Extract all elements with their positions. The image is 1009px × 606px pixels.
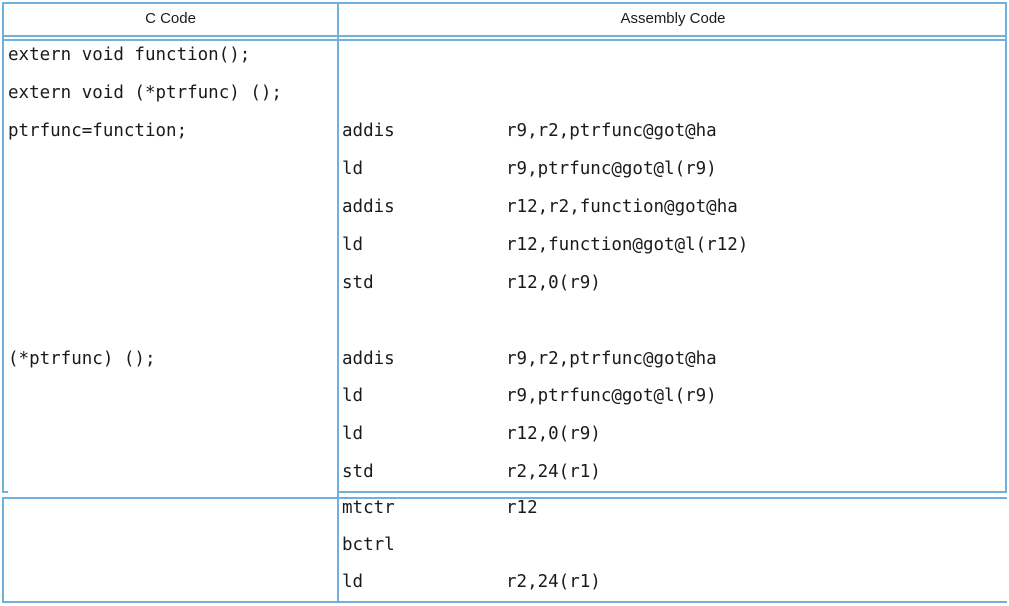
table-border-bottom [2, 601, 1007, 603]
asm-operands-cell: r9,r2,ptrfunc@got@ha [506, 349, 717, 369]
asm-operands-cell: r12 [506, 498, 538, 518]
continuation-rule-top-right [337, 491, 1007, 493]
asm-operands-cell: r12,0(r9) [506, 424, 601, 444]
asm-operands-cell: r9,ptrfunc@got@l(r9) [506, 386, 717, 406]
c-code-cell: ptrfunc=function; [8, 121, 188, 141]
asm-opcode-cell: ld [342, 235, 364, 255]
c-code-cell: (*ptrfunc) (); [8, 349, 156, 369]
asm-operands-cell: r9,r2,ptrfunc@got@ha [506, 121, 717, 141]
asm-opcode-cell: ld [342, 159, 364, 179]
continuation-rule-top [2, 491, 8, 493]
c-code-header: C Code [145, 10, 196, 27]
asm-opcode-cell: ld [342, 572, 364, 592]
asm-opcode-cell: addis [342, 197, 395, 217]
continuation-rule-bottom [2, 497, 1007, 499]
header-rule-top [2, 35, 1007, 37]
c-code-cell: extern void (*ptrfunc) (); [8, 83, 282, 103]
c-code-cell: extern void function(); [8, 45, 251, 65]
column-divider [337, 2, 339, 603]
table-border-left [2, 2, 4, 603]
asm-opcode-cell: ld [342, 424, 364, 444]
asm-opcode-cell: bctrl [342, 535, 395, 555]
asm-operands-cell: r2,24(r1) [506, 462, 601, 482]
asm-opcode-cell: addis [342, 121, 395, 141]
table-border-top [2, 2, 1007, 4]
header-rule-bottom [2, 39, 1007, 41]
asm-operands-cell: r9,ptrfunc@got@l(r9) [506, 159, 717, 179]
asm-operands-cell: r12,0(r9) [506, 273, 601, 293]
table-border-right [1005, 2, 1007, 492]
asm-operands-cell: r2,24(r1) [506, 572, 601, 592]
asm-opcode-cell: mtctr [342, 498, 395, 518]
asm-opcode-cell: std [342, 273, 374, 293]
asm-operands-cell: r12,r2,function@got@ha [506, 197, 738, 217]
asm-opcode-cell: addis [342, 349, 395, 369]
continuation-mark-left [2, 493, 4, 497]
asm-operands-cell: r12,function@got@l(r12) [506, 235, 749, 255]
assembly-code-header: Assembly Code [620, 10, 726, 27]
asm-opcode-cell: ld [342, 386, 364, 406]
asm-opcode-cell: std [342, 462, 374, 482]
